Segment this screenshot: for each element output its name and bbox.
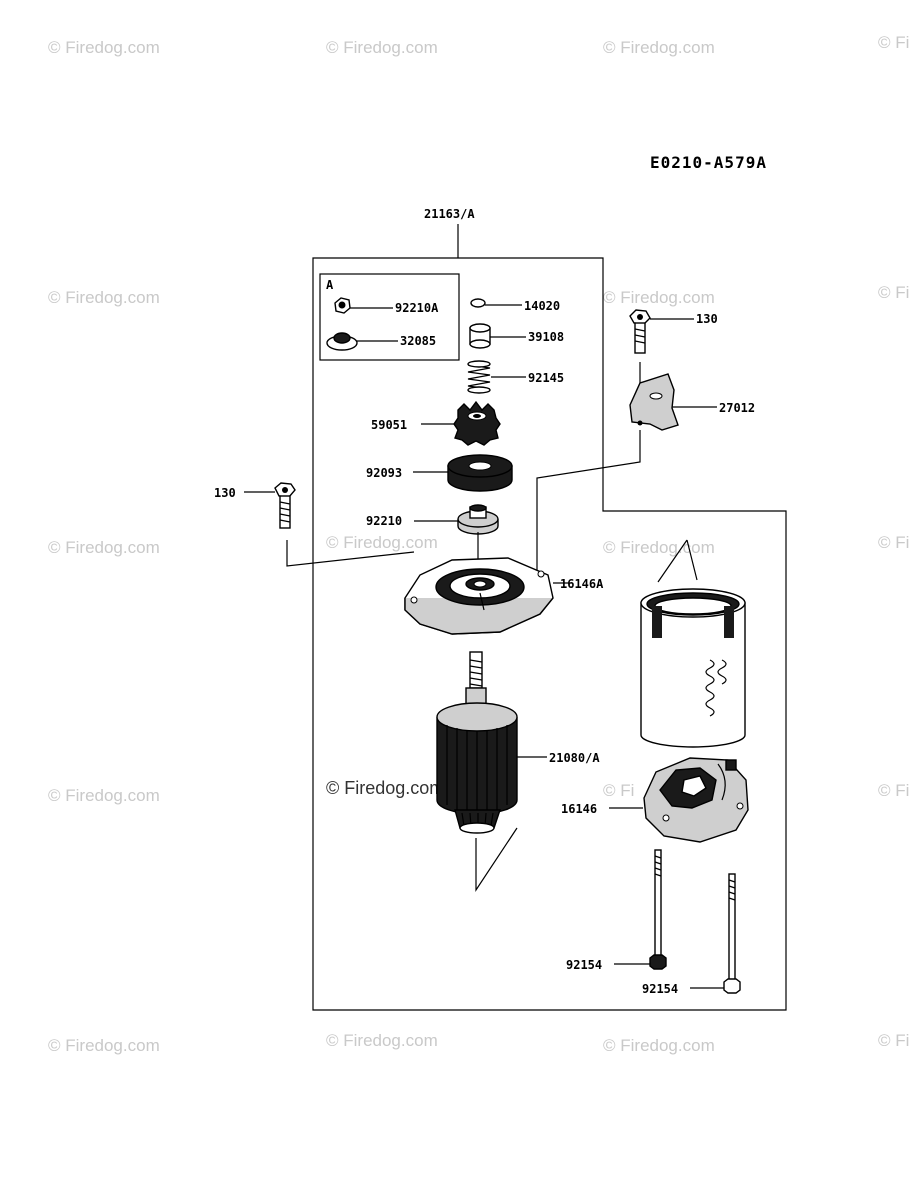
label-92154-b: 92154 xyxy=(642,982,678,996)
cup-washer-icon xyxy=(326,332,358,351)
watermark: © Fi xyxy=(878,283,910,302)
watermark: © Firedog.com xyxy=(326,38,438,57)
label-16146: 16146 xyxy=(561,802,597,816)
watermark: © Firedog.com xyxy=(48,38,160,57)
yoke-path xyxy=(657,539,698,583)
hex-bolt-icon xyxy=(629,309,651,354)
flange-nut-icon xyxy=(457,504,499,535)
watermark: © Firedog.com xyxy=(603,538,715,557)
watermark: © Firedog.com xyxy=(603,38,715,57)
label-92145: 92145 xyxy=(528,371,564,385)
thrust-washer-icon xyxy=(447,454,513,492)
watermark: © Firedog.com xyxy=(603,288,715,307)
diagram-code: E0210-A579A xyxy=(650,153,767,172)
nut-icon xyxy=(334,297,351,314)
snap-ring-icon xyxy=(470,298,486,308)
rear-cover-icon xyxy=(643,757,749,843)
watermark: © Firedog.com xyxy=(48,1036,160,1055)
label-92154-a: 92154 xyxy=(566,958,602,972)
watermark-center: © Firedog.com xyxy=(326,778,445,798)
watermark: © Fi xyxy=(878,533,910,552)
label-21080A: 21080/A xyxy=(549,751,600,765)
yoke-housing-icon xyxy=(640,588,746,748)
watermark: © Firedog.com xyxy=(48,538,160,557)
kit-a-label: A xyxy=(326,278,334,292)
label-92093: 92093 xyxy=(366,466,402,480)
label-92210A: 92210A xyxy=(395,301,439,315)
watermark: © Firedog.com xyxy=(326,1031,438,1050)
through-bolt-icon xyxy=(649,849,667,970)
hex-bolt-icon xyxy=(274,482,296,529)
label-32085: 32085 xyxy=(400,334,436,348)
label-27012: 27012 xyxy=(719,401,755,415)
label-14020: 14020 xyxy=(524,299,560,313)
watermark: © Firedog.com xyxy=(603,1036,715,1055)
collar-icon xyxy=(469,323,491,349)
label-130-right: 130 xyxy=(696,312,718,326)
label-21163A: 21163/A xyxy=(424,207,475,221)
bracket-path xyxy=(536,430,641,572)
watermark: © Fi xyxy=(878,1031,910,1050)
assembly-boundary xyxy=(312,257,787,1011)
watermark: © Firedog.com xyxy=(48,288,160,307)
watermark: © Fi xyxy=(878,781,910,800)
label-130-left: 130 xyxy=(214,486,236,500)
through-bolt-icon xyxy=(723,873,741,994)
spring-icon xyxy=(467,360,491,394)
label-59051: 59051 xyxy=(371,418,407,432)
watermark: © Fi xyxy=(878,33,910,52)
front-cover-icon xyxy=(404,557,554,635)
watermark: © Firedog.com xyxy=(326,533,438,552)
label-16146A: 16146A xyxy=(560,577,604,591)
kit-a-box xyxy=(319,273,460,361)
armature-icon xyxy=(436,651,518,834)
label-39108: 39108 xyxy=(528,330,564,344)
watermark: © Fi xyxy=(603,781,635,800)
bracket-icon xyxy=(629,373,679,431)
armature-path xyxy=(475,827,518,892)
bolt-left-path xyxy=(286,540,415,567)
watermark: © Firedog.com xyxy=(48,786,160,805)
label-92210: 92210 xyxy=(366,514,402,528)
pinion-gear-icon xyxy=(453,400,501,446)
